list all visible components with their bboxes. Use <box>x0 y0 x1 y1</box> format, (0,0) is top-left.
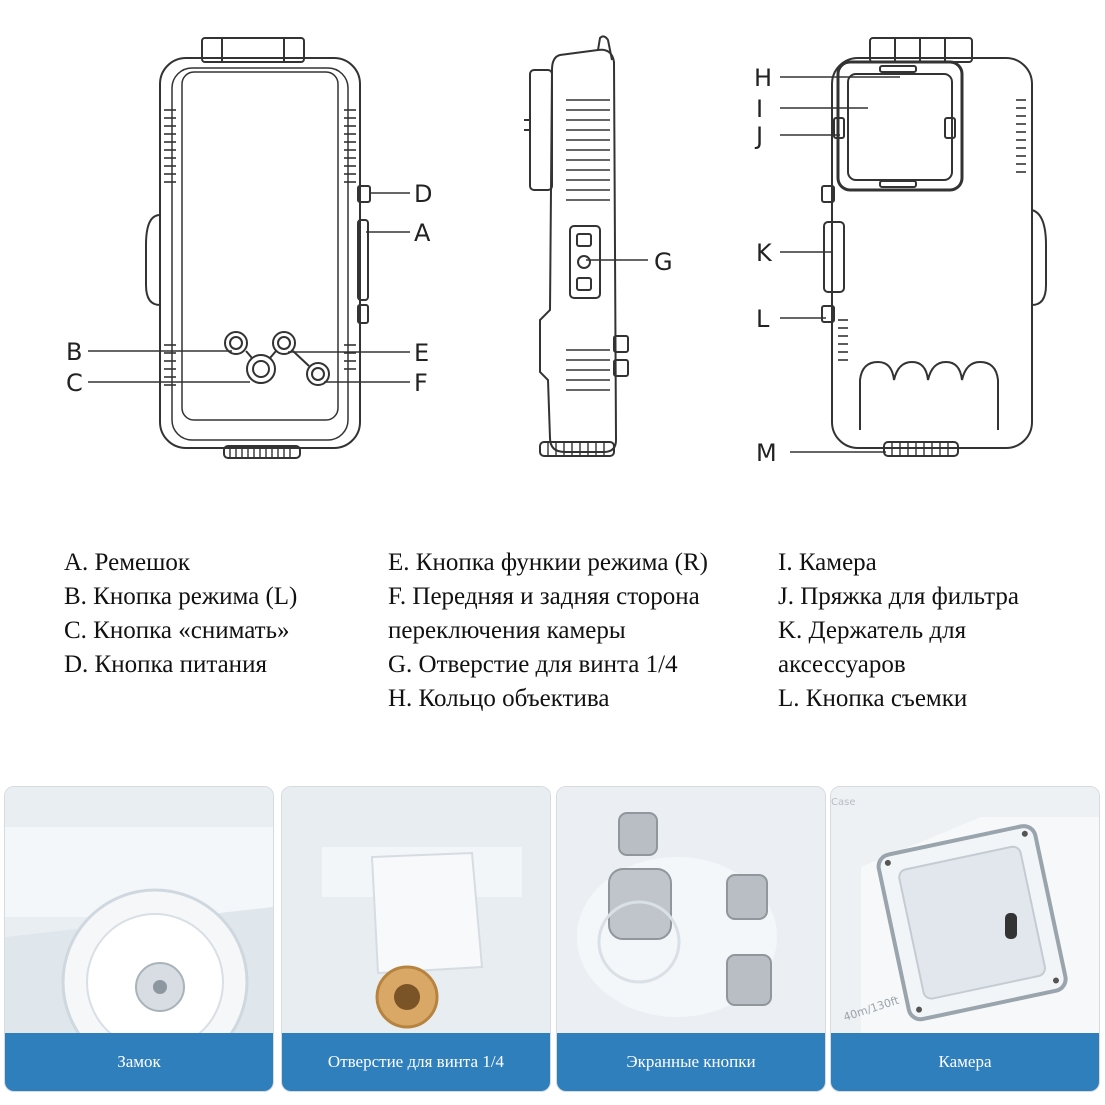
legend-column-2: E. Кнопка функии режима (R) F. Передняя … <box>388 546 708 716</box>
legend-item-a: A. Ремешок <box>64 549 191 576</box>
legend-item-c: C. Кнопка «снимать» <box>64 617 290 644</box>
legend-item-g: G. Отверстие для винта 1/4 <box>388 651 678 678</box>
legend-item-k-cont: аксессуаров <box>778 651 906 678</box>
lock-knob-illustration <box>5 787 273 1091</box>
legend-item-k: K. Держатель для <box>778 617 967 644</box>
callout-m: M <box>756 439 777 467</box>
callout-k: K <box>756 239 773 267</box>
case-label-text: Case <box>831 797 855 808</box>
legend-column-1: A. Ремешок B. Кнопка режима (L) C. Кнопк… <box>64 546 297 682</box>
back-view <box>821 37 1047 457</box>
photo-camera: 40m/130ft Case Камера <box>830 786 1100 1092</box>
legend-item-e: E. Кнопка функии режима (R) <box>388 549 708 576</box>
callout-a: A <box>414 219 431 247</box>
legend-item-f: F. Передняя и задняя сторона <box>388 583 700 610</box>
callout-f: F <box>414 369 428 397</box>
callout-l: L <box>756 305 770 333</box>
callout-g: G <box>654 248 673 276</box>
legend-item-h: H. Кольцо объектива <box>388 685 610 712</box>
leader-lines <box>88 76 900 453</box>
caption-screen-buttons: Экранные кнопки <box>557 1033 825 1091</box>
caption-camera: Камера <box>831 1033 1099 1091</box>
photo-screen-buttons: Экранные кнопки <box>556 786 826 1092</box>
callout-j: J <box>754 122 763 150</box>
legend-item-i: I. Камера <box>778 549 877 576</box>
case-diagram: D A B C E F G H I J K L M <box>66 35 1047 467</box>
callout-c: C <box>66 369 83 397</box>
photo-screw-hole: Отверстие для винта 1/4 <box>281 786 551 1092</box>
callout-b: B <box>66 338 82 366</box>
front-view <box>145 37 371 459</box>
photo-lock: Замок <box>4 786 274 1092</box>
legend-item-f-cont: переключения камеры <box>388 617 626 644</box>
legend-item-l: L. Кнопка съемки <box>778 685 968 712</box>
side-view <box>524 35 629 457</box>
legend-item-j: J. Пряжка для фильтра <box>778 583 1019 610</box>
caption-lock: Замок <box>5 1033 273 1091</box>
legend-item-d: D. Кнопка питания <box>64 651 267 678</box>
callout-d: D <box>414 180 432 208</box>
caption-screw-hole: Отверстие для винта 1/4 <box>282 1033 550 1091</box>
callout-h: H <box>754 64 772 92</box>
callout-labels: D A B C E F G H I J K L M <box>66 64 777 467</box>
legend-column-3: I. Камера J. Пряжка для фильтра K. Держа… <box>778 546 1019 716</box>
callout-e: E <box>414 339 429 367</box>
legend-item-b: B. Кнопка режима (L) <box>64 583 298 610</box>
camera-window-illustration: 40m/130ft Case <box>831 787 1099 1091</box>
callout-i: I <box>756 95 763 123</box>
